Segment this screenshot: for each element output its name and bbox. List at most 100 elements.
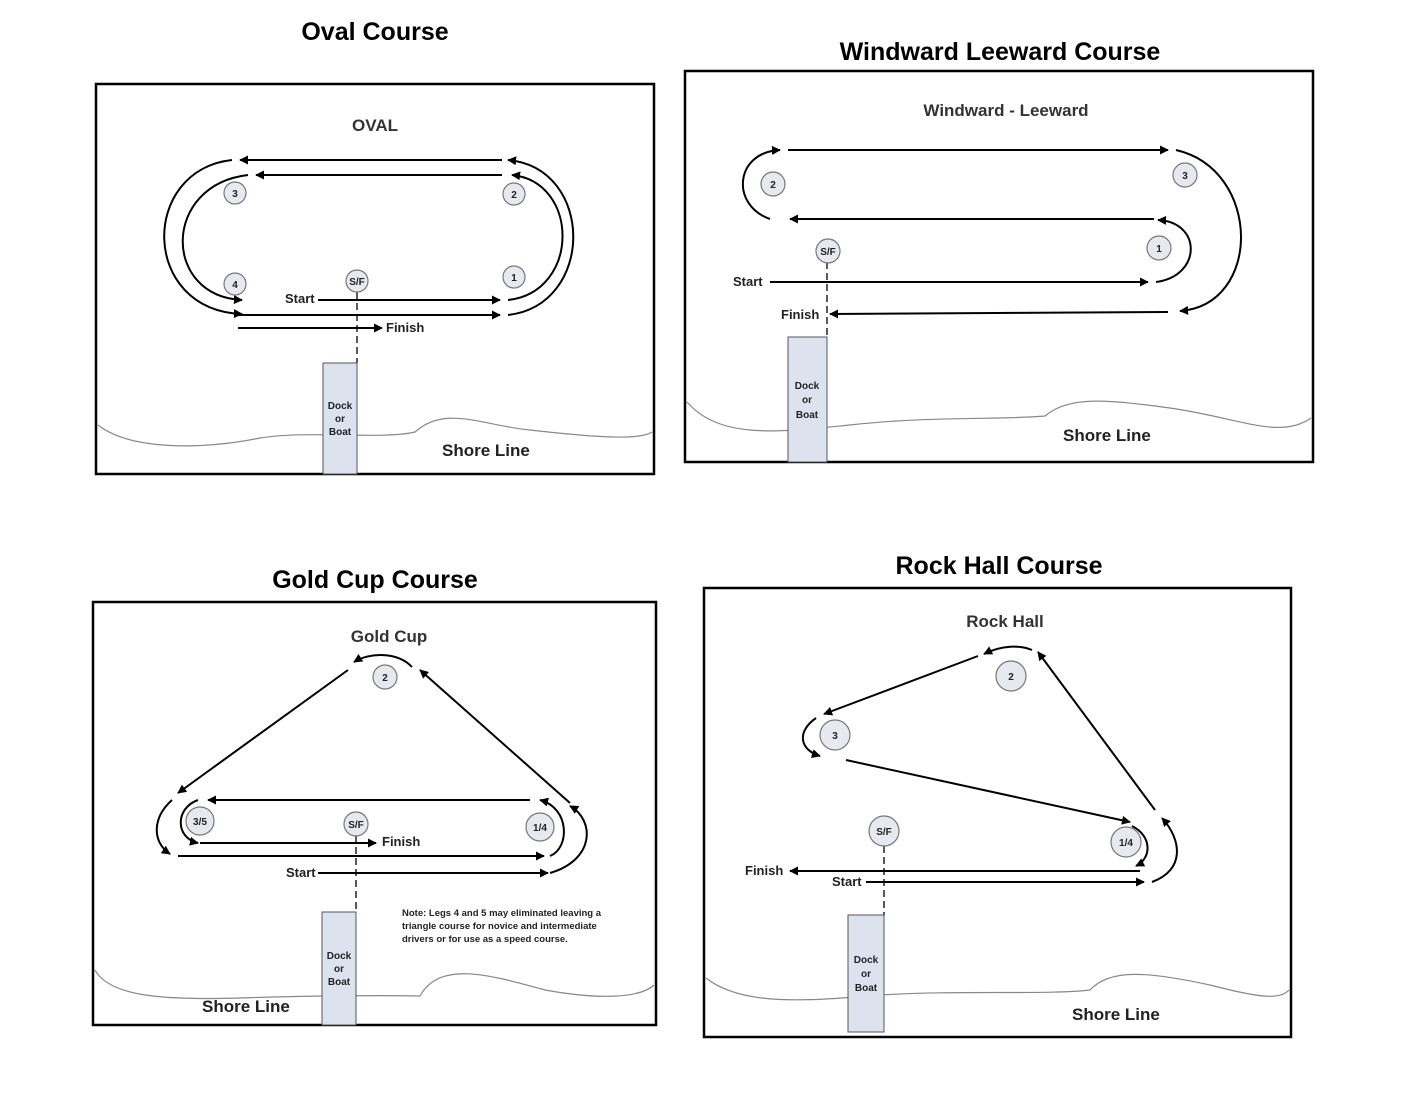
oval-dock-label: Dock — [328, 401, 353, 412]
windward-shore-label: Shore Line — [1063, 426, 1151, 445]
goldcup-buoy-1-4: 1/4 — [525, 812, 555, 842]
rockhall-leg-to-3 — [823, 655, 979, 716]
rockhall-inner-turn — [1131, 825, 1149, 867]
svg-text:1/4: 1/4 — [1119, 838, 1133, 849]
oval-dock-label: or — [335, 414, 345, 425]
goldcup-note-line: triangle course for novice and intermedi… — [402, 921, 597, 932]
svg-text:2: 2 — [1008, 672, 1014, 683]
rockhall-finish-label: Finish — [745, 863, 783, 878]
goldcup-subtitle: Gold Cup — [351, 627, 427, 646]
oval-course-heading: Oval Course — [301, 18, 449, 46]
svg-text:2: 2 — [770, 180, 776, 191]
oval-inner-left-turn — [181, 174, 249, 305]
goldcup-buoy-2: 2 — [372, 664, 398, 690]
windward-dock — [787, 336, 828, 463]
goldcup-buoy-sf: S/F — [343, 811, 369, 837]
svg-text:2: 2 — [511, 190, 517, 201]
oval-outer-right-turn — [507, 156, 575, 316]
rockhall-frame — [702, 586, 1293, 1039]
rockhall-buoy-2: 2 — [995, 660, 1027, 692]
rockhall-outer-turn — [1151, 817, 1178, 883]
goldcup-shoreline — [94, 969, 655, 1000]
oval-outer-left-turn — [163, 159, 243, 319]
goldcup-note-line: drivers or for use as a speed course. — [402, 934, 568, 945]
svg-text:1: 1 — [1156, 244, 1162, 255]
goldcup-dock-label: or — [334, 964, 344, 975]
rockhall-panel: Rock Hall Finish Start 2 3 S/F 1/4 Dock … — [702, 586, 1293, 1039]
goldcup-panel: Gold Cup Start Finish 2 3/5 S/F 1/4 Note… — [91, 600, 658, 1027]
svg-text:4: 4 — [232, 280, 238, 291]
rockhall-turn-2 — [983, 645, 1033, 655]
rockhall-shoreline — [705, 973, 1290, 1001]
oval-buoy-3: 3 — [223, 181, 247, 205]
oval-finish-label: Finish — [386, 320, 424, 335]
oval-buoy-1: 1 — [502, 265, 526, 289]
windward-panel: Windward - Leeward Start Finish 2 3 S/F … — [683, 69, 1315, 464]
goldcup-dock — [321, 911, 357, 1026]
windward-finish-arrow — [829, 309, 1169, 319]
rockhall-leg-to-1-4 — [845, 759, 1131, 825]
goldcup-note-line: Note: Legs 4 and 5 may eliminated leavin… — [402, 908, 602, 919]
rockhall-subtitle: Rock Hall — [966, 612, 1043, 631]
svg-text:S/F: S/F — [348, 820, 364, 831]
rockhall-buoy-1-4: 1/4 — [1110, 826, 1142, 858]
svg-text:3: 3 — [1182, 171, 1188, 182]
oval-dock-label: Boat — [329, 427, 352, 438]
windward-buoy-sf: S/F — [815, 238, 841, 264]
windward-turn-1 — [1155, 215, 1192, 283]
svg-text:3: 3 — [232, 189, 238, 200]
rockhall-dock-label: or — [861, 969, 871, 980]
windward-turn-3 — [1175, 149, 1242, 315]
oval-buoy-4: 4 — [223, 272, 247, 296]
goldcup-leg-from-2 — [177, 669, 349, 794]
oval-inner-right-turn — [507, 171, 564, 301]
windward-shoreline — [686, 400, 1312, 432]
goldcup-frame — [91, 600, 658, 1027]
goldcup-outer-right-turn — [549, 805, 588, 874]
goldcup-inner-left-turn — [179, 799, 199, 846]
goldcup-outer-left-turn — [155, 799, 173, 855]
windward-leeward-course-heading: Windward Leeward Course — [839, 38, 1161, 66]
windward-start-label: Start — [733, 274, 763, 289]
goldcup-buoy-3-5: 3/5 — [185, 806, 215, 836]
oval-buoy-sf: S/F — [345, 269, 369, 293]
svg-text:1: 1 — [511, 273, 517, 284]
goldcup-dock-label: Dock — [327, 951, 352, 962]
gold-cup-course-heading: Gold Cup Course — [272, 566, 478, 594]
goldcup-shore-label: Shore Line — [202, 997, 290, 1016]
oval-buoy-2: 2 — [502, 182, 526, 206]
windward-buoy-1: 1 — [1146, 235, 1172, 261]
rockhall-dock-label: Dock — [854, 955, 879, 966]
rockhall-buoy-sf: S/F — [868, 815, 900, 847]
oval-dock — [322, 362, 358, 475]
rockhall-dock-label: Boat — [855, 983, 878, 994]
windward-subtitle: Windward - Leeward — [923, 101, 1088, 120]
svg-text:S/F: S/F — [349, 277, 365, 288]
windward-finish-label: Finish — [781, 307, 819, 322]
svg-text:2: 2 — [382, 673, 388, 684]
goldcup-dock-label: Boat — [328, 977, 351, 988]
oval-frame — [94, 82, 656, 476]
goldcup-start-label: Start — [286, 865, 316, 880]
windward-frame — [683, 69, 1315, 464]
oval-shore-label: Shore Line — [442, 441, 530, 460]
svg-text:S/F: S/F — [820, 247, 836, 258]
windward-buoy-3: 3 — [1172, 162, 1198, 188]
windward-turn-2 — [742, 145, 781, 220]
rockhall-shore-label: Shore Line — [1072, 1005, 1160, 1024]
rockhall-leg-to-2 — [1037, 651, 1156, 811]
rockhall-dock — [847, 914, 885, 1033]
oval-start-label: Start — [285, 291, 315, 306]
goldcup-inner-right-turn — [539, 797, 565, 857]
goldcup-leg-to-2 — [419, 669, 571, 804]
svg-text:S/F: S/F — [876, 827, 892, 838]
rock-hall-course-heading: Rock Hall Course — [895, 552, 1103, 580]
windward-dock-label: Dock — [795, 381, 820, 392]
windward-dock-label: or — [802, 395, 812, 406]
windward-buoy-2: 2 — [760, 171, 786, 197]
oval-shoreline — [97, 417, 653, 447]
svg-text:1/4: 1/4 — [533, 823, 547, 834]
rockhall-start-label: Start — [832, 874, 862, 889]
oval-subtitle: OVAL — [352, 116, 398, 135]
